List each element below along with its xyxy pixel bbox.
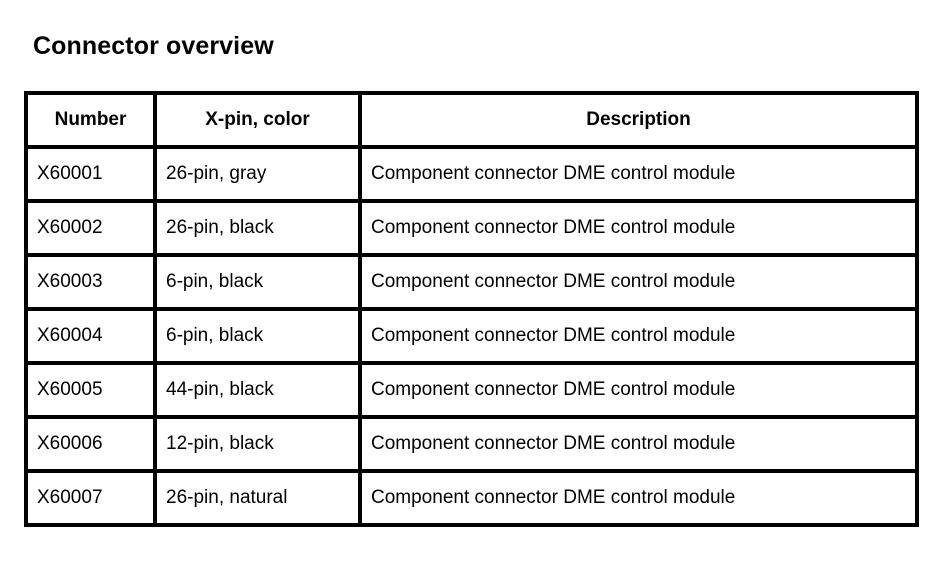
cell-number: X60001 bbox=[24, 145, 157, 203]
cell-number: X60002 bbox=[24, 199, 157, 257]
table-row: X60006 12-pin, black Component connector… bbox=[24, 415, 919, 473]
table-row: X60002 26-pin, black Component connector… bbox=[24, 199, 919, 257]
cell-number: X60003 bbox=[24, 253, 157, 311]
table-row: X60005 44-pin, black Component connector… bbox=[24, 361, 919, 419]
table-row: X60001 26-pin, gray Component connector … bbox=[24, 145, 919, 203]
column-header-xpin-color: X-pin, color bbox=[153, 91, 362, 149]
cell-description: Component connector DME control module bbox=[358, 361, 919, 419]
table-row: X60007 26-pin, natural Component connect… bbox=[24, 469, 919, 527]
cell-number: X60007 bbox=[24, 469, 157, 527]
column-header-number: Number bbox=[24, 91, 157, 149]
cell-description: Component connector DME control module bbox=[358, 253, 919, 311]
cell-xpin-color: 6-pin, black bbox=[153, 307, 362, 365]
connector-overview-table: Number X-pin, color Description X60001 2… bbox=[24, 91, 919, 527]
table-row: X60003 6-pin, black Component connector … bbox=[24, 253, 919, 311]
cell-xpin-color: 44-pin, black bbox=[153, 361, 362, 419]
cell-description: Component connector DME control module bbox=[358, 307, 919, 365]
cell-description: Component connector DME control module bbox=[358, 415, 919, 473]
cell-description: Component connector DME control module bbox=[358, 199, 919, 257]
table-body: X60001 26-pin, gray Component connector … bbox=[24, 145, 919, 527]
cell-xpin-color: 12-pin, black bbox=[153, 415, 362, 473]
cell-xpin-color: 26-pin, natural bbox=[153, 469, 362, 527]
column-header-description: Description bbox=[358, 91, 919, 149]
page-title: Connector overview bbox=[33, 31, 274, 60]
cell-description: Component connector DME control module bbox=[358, 469, 919, 527]
cell-number: X60006 bbox=[24, 415, 157, 473]
cell-xpin-color: 26-pin, black bbox=[153, 199, 362, 257]
table-row: X60004 6-pin, black Component connector … bbox=[24, 307, 919, 365]
table-header-row: Number X-pin, color Description bbox=[24, 91, 919, 149]
cell-xpin-color: 26-pin, gray bbox=[153, 145, 362, 203]
cell-number: X60005 bbox=[24, 361, 157, 419]
cell-number: X60004 bbox=[24, 307, 157, 365]
cell-description: Component connector DME control module bbox=[358, 145, 919, 203]
cell-xpin-color: 6-pin, black bbox=[153, 253, 362, 311]
